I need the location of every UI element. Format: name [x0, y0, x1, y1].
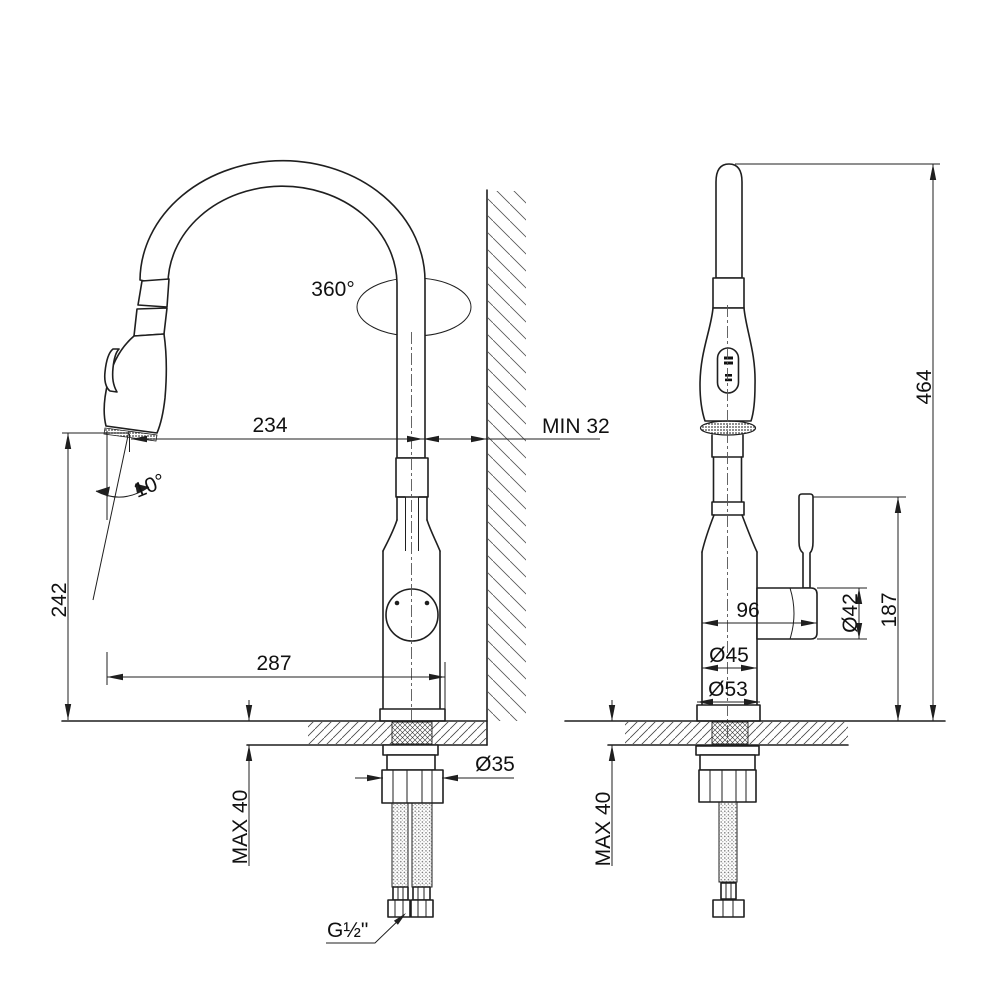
- wall-section: [486, 189, 526, 746]
- dim-handle-height-label: 187: [878, 592, 901, 627]
- countertop-section-side: [564, 720, 946, 746]
- spout-arc: [139, 159, 426, 459]
- base-flange-side: [696, 704, 761, 722]
- mounting-shank-front: [391, 721, 433, 745]
- handle-housing: [756, 587, 818, 640]
- riser-tube-side: [715, 163, 743, 279]
- aerator-face-side: [699, 420, 757, 436]
- hose-hex-fitting-2: [410, 899, 434, 918]
- side-view-faucet: [696, 163, 818, 745]
- dim-base-reach-label: 287: [256, 652, 291, 675]
- hose-hex-fitting-1: [387, 899, 411, 918]
- dim-wall-clearance-label: MIN 32: [542, 415, 610, 438]
- dim-deck-max-front-label: MAX 40: [229, 790, 252, 865]
- hose-band-1: [137, 278, 170, 308]
- base-flange-front: [379, 708, 446, 722]
- hose-band-2: [133, 307, 168, 337]
- body-front: [382, 550, 441, 710]
- dim-thread-size-label: G½": [327, 919, 368, 942]
- under-counter-front: [381, 744, 444, 918]
- supply-hose-right: [411, 802, 433, 888]
- dim-shank-diameter-label: Ø35: [475, 753, 515, 776]
- spray-head-button: [103, 348, 120, 393]
- supply-hose-side: [718, 801, 738, 883]
- mounting-nut-side: [698, 769, 757, 803]
- dim-spray-angle-label: 10°: [131, 469, 169, 502]
- mounting-nut-front: [381, 769, 444, 804]
- dim-outlet-height-label: 242: [48, 582, 71, 617]
- dim-rotation-label: 360°: [311, 278, 354, 301]
- mounting-shank-side: [711, 721, 749, 745]
- dim-total-height-label: 464: [913, 369, 936, 404]
- countertop-section-front: [61, 720, 488, 746]
- head-sleeve-side: [712, 277, 745, 309]
- dim-base-diameter-label: Ø53: [708, 678, 748, 701]
- handle-ball-joint: [385, 588, 439, 642]
- handle-lever: [798, 493, 814, 589]
- body-shoulder-side: [701, 514, 758, 553]
- spray-buttons-panel: [716, 347, 740, 394]
- front-view-faucet: [103, 159, 472, 722]
- hose-hex-fitting-side: [712, 899, 745, 918]
- dim-spout-reach-label: 234: [252, 414, 287, 437]
- spray-button-icons: [724, 356, 733, 382]
- dim-deck-max-side-label: MAX 40: [592, 792, 615, 867]
- dimension-annotations: 242 234 MIN 32 360° 10° 287 MAX 40 Ø35: [48, 163, 940, 944]
- dim-handle-diameter-label: Ø42: [839, 593, 862, 633]
- body-shoulder-front: [382, 519, 441, 552]
- spout-collar: [395, 457, 429, 498]
- neck-collar-side: [711, 501, 745, 516]
- dim-body-diameter-label: Ø45: [709, 644, 749, 667]
- supply-hose-left: [391, 802, 409, 888]
- under-counter-side: [695, 745, 760, 918]
- dim-handle-length-label: 96: [736, 599, 759, 622]
